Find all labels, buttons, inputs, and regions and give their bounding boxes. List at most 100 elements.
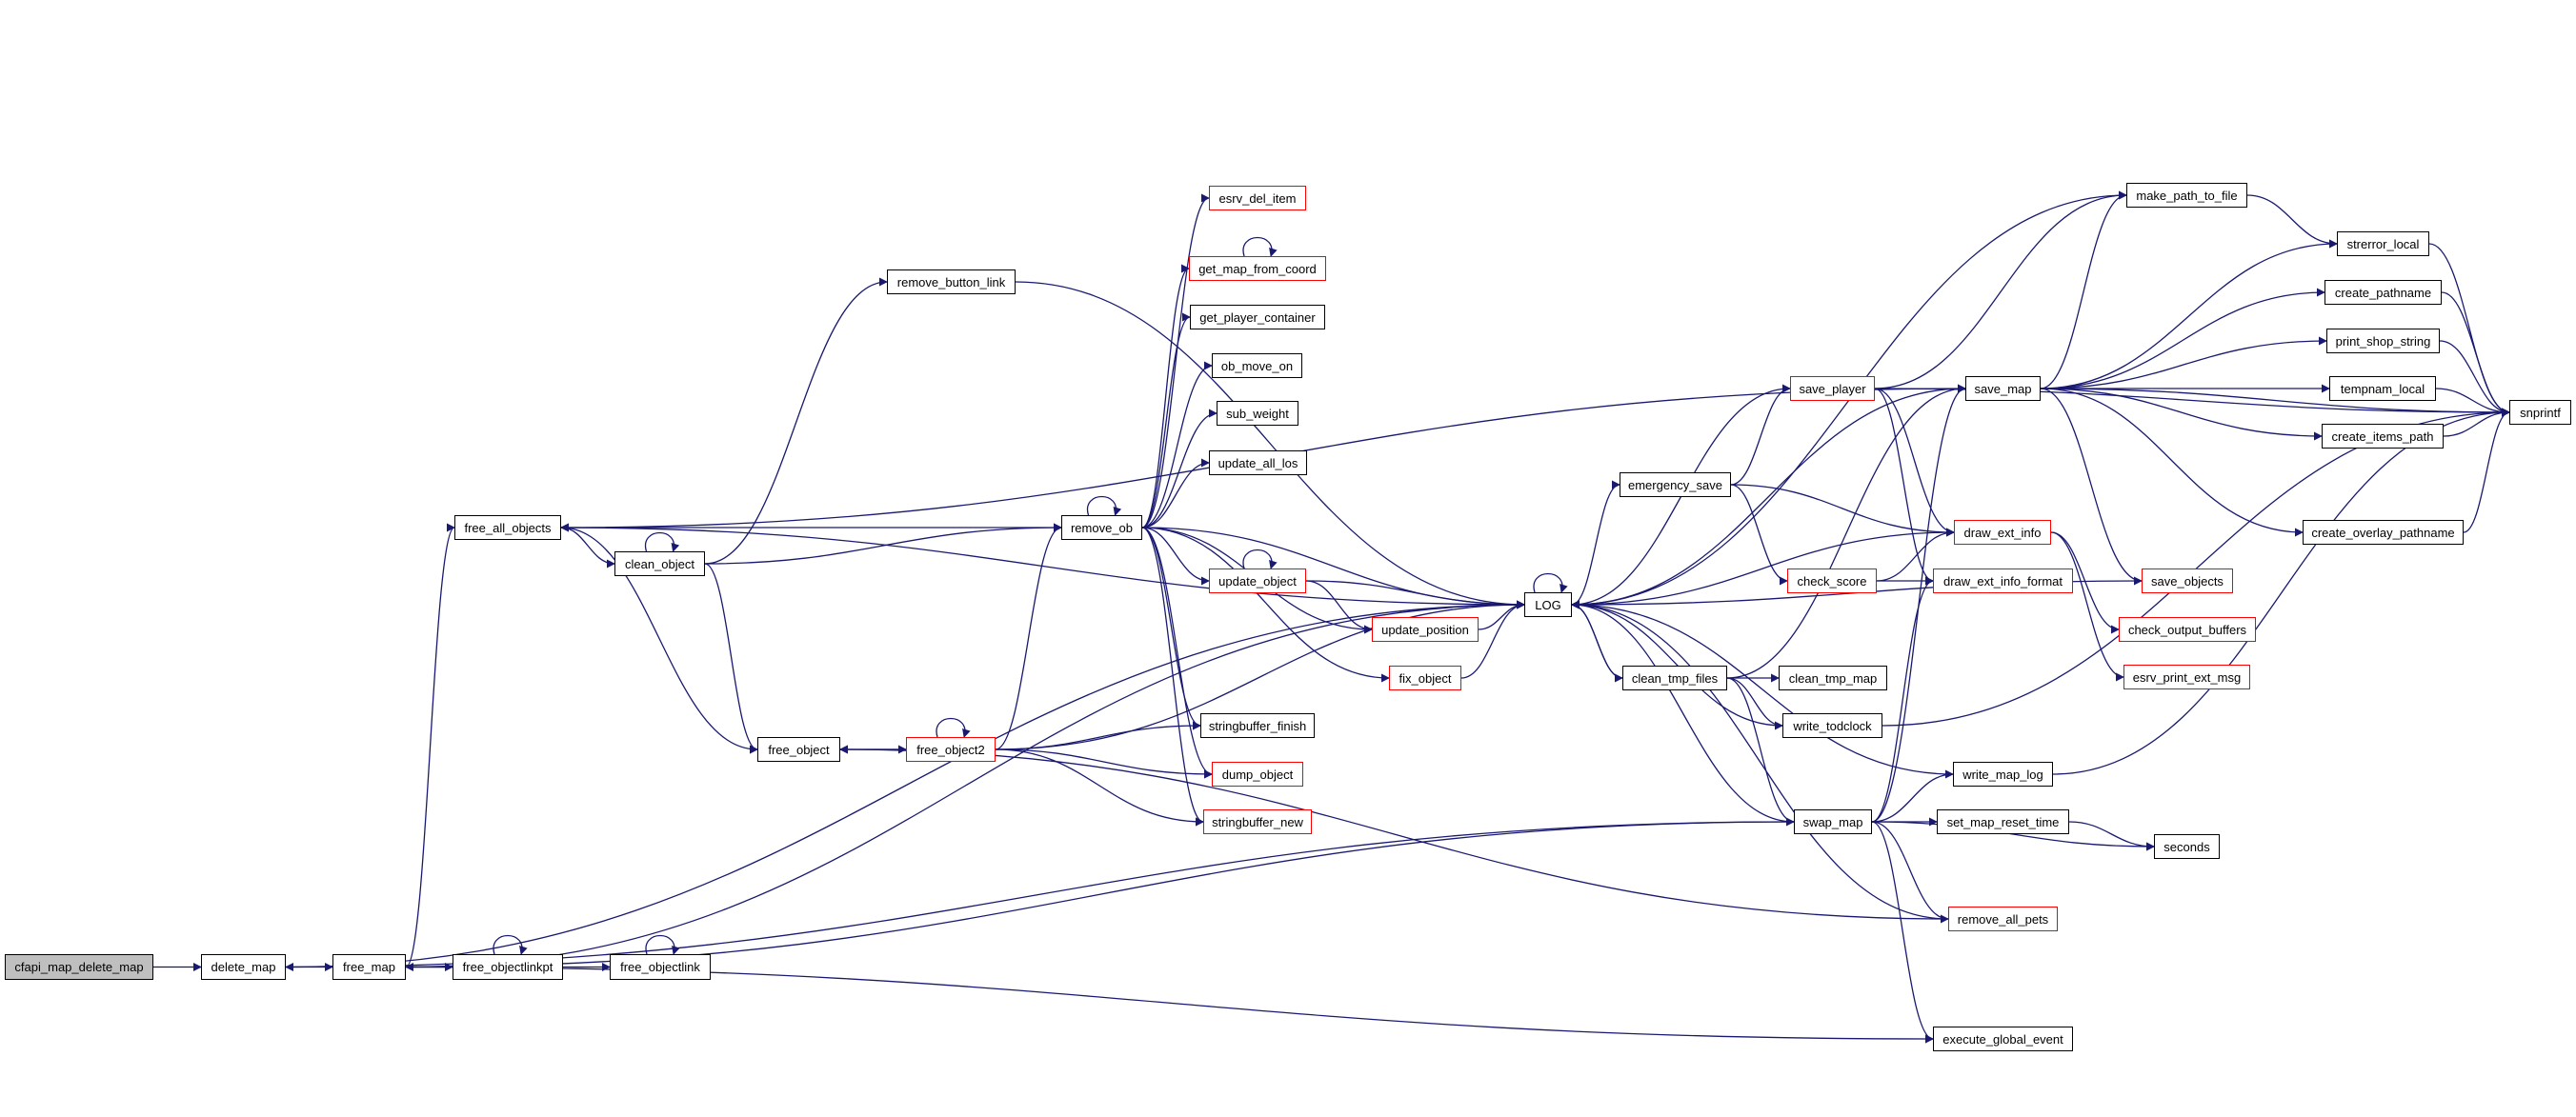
edge-swap-map-to-free-map [405, 821, 1795, 971]
edge-remove-ob-to-stringbuffer-new [1141, 527, 1204, 827]
edge-fix-object-to-LOG [1460, 600, 1525, 679]
edge-LOG-to-emergency-save [1571, 480, 1620, 606]
node-set-map-reset-time[interactable]: set_map_reset_time [1937, 809, 2069, 834]
edge-clean-tmp-files-to-save-map [1726, 384, 1966, 679]
node-check-score[interactable]: check_score [1787, 568, 1877, 593]
node-dump-object[interactable]: dump_object [1212, 762, 1303, 787]
edge-save-player-to-draw-ext-info-format [1874, 388, 1934, 586]
edge-free-all-objects-to-free-object [560, 527, 758, 754]
node-emergency-save[interactable]: emergency_save [1620, 472, 1731, 497]
node-clean-tmp-map[interactable]: clean_tmp_map [1779, 666, 1887, 690]
edge-remove-button-link-to-LOG [1015, 281, 1525, 609]
node-snprintf[interactable]: snprintf [2509, 400, 2571, 425]
node-tempnam-local[interactable]: tempnam_local [2329, 376, 2436, 401]
edge-save-map-to-print-shop-string [2040, 336, 2327, 389]
edge-LOG-to-LOG [1533, 572, 1568, 593]
edge-free-object2-to-stringbuffer-new [995, 748, 1204, 827]
node-create-overlay-pathname[interactable]: create_overlay_pathname [2303, 520, 2464, 545]
node-stringbuffer-new[interactable]: stringbuffer_new [1203, 809, 1312, 834]
edge-free-all-objects-to-clean-object [560, 527, 615, 568]
edge-remove-ob-to-update-object [1141, 527, 1210, 586]
edge-free-objectlinkpt-to-free-objectlinkpt [493, 934, 528, 955]
edge-save-map-to-create-overlay-pathname [2040, 388, 2304, 537]
node-print-shop-string[interactable]: print_shop_string [2326, 329, 2440, 353]
node-save-objects[interactable]: save_objects [2142, 568, 2233, 593]
node-update-object[interactable]: update_object [1209, 568, 1306, 593]
edge-remove-all-pets-to-LOG [1571, 600, 1949, 920]
node-stringbuffer-finish[interactable]: stringbuffer_finish [1200, 713, 1315, 738]
edge-free-map-to-LOG [405, 600, 1525, 968]
edge-create-overlay-pathname-to-snprintf [2463, 408, 2510, 533]
edge-set-map-reset-time-to-seconds [2068, 821, 2155, 851]
edge-clean-object-to-remove-ob [704, 523, 1062, 565]
node-check-output-buffers[interactable]: check_output_buffers [2119, 617, 2256, 642]
node-update-all-los[interactable]: update_all_los [1209, 450, 1307, 475]
edge-emergency-save-to-draw-ext-info [1730, 484, 1955, 537]
edge-swap-map-to-seconds [1871, 821, 2155, 851]
edge-write-map-log-to-snprintf [2052, 408, 2510, 775]
node-sub-weight[interactable]: sub_weight [1217, 401, 1298, 426]
node-delete-map[interactable]: delete_map [201, 954, 286, 980]
node-draw-ext-info-format[interactable]: draw_ext_info_format [1933, 568, 2073, 593]
node-write-map-log[interactable]: write_map_log [1953, 762, 2053, 787]
node-make-path-to-file[interactable]: make_path_to_file [2126, 183, 2247, 208]
edge-swap-map-to-write-map-log [1871, 769, 1954, 823]
node-create-items-path[interactable]: create_items_path [2322, 424, 2444, 449]
edge-remove-ob-to-update-all-los [1141, 458, 1210, 529]
edge-clean-tmp-files-to-swap-map [1726, 677, 1795, 827]
node-free-object2[interactable]: free_object2 [906, 737, 996, 762]
edge-update-object-to-update-object [1242, 549, 1278, 569]
node-get-player-container[interactable]: get_player_container [1190, 305, 1325, 329]
edge-clean-object-to-free-object [704, 563, 758, 754]
node-free-map[interactable]: free_map [332, 954, 406, 980]
node-remove-all-pets[interactable]: remove_all_pets [1948, 907, 2058, 931]
node-fix-object[interactable]: fix_object [1389, 666, 1461, 690]
node-free-object[interactable]: free_object [757, 737, 840, 762]
edge-write-map-log-to-LOG [1571, 600, 1954, 775]
node-free-objectlinkpt[interactable]: free_objectlinkpt [453, 954, 563, 980]
node-free-all-objects[interactable]: free_all_objects [454, 515, 561, 540]
edge-write-todclock-to-LOG [1571, 600, 1783, 727]
edge-clean-tmp-files-to-LOG [1571, 600, 1623, 679]
edge-free-object2-to-remove-ob [995, 523, 1062, 750]
node-strerror-local[interactable]: strerror_local [2337, 231, 2429, 256]
node-esrv-del-item[interactable]: esrv_del_item [1209, 186, 1306, 210]
edge-save-map-to-LOG [1571, 388, 1966, 609]
edge-free-object2-to-stringbuffer-finish [995, 721, 1201, 750]
edge-save-map-to-snprintf [2040, 388, 2510, 417]
node-clean-tmp-files[interactable]: clean_tmp_files [1622, 666, 1727, 690]
node-log[interactable]: LOG [1524, 592, 1572, 617]
edge-save-map-to-create-pathname [2040, 288, 2325, 389]
node-remove-ob[interactable]: remove_ob [1061, 515, 1142, 540]
node-update-position[interactable]: update_position [1372, 617, 1479, 642]
edge-swap-map-to-execute-global-event [1871, 821, 1934, 1044]
node-free-objectlink[interactable]: free_objectlink [610, 954, 711, 980]
edge-clean-tmp-files-to-write-todclock [1726, 677, 1783, 730]
edge-remove-ob-to-esrv-del-item [1141, 193, 1210, 529]
edge-update-object-to-LOG [1305, 580, 1525, 609]
edge-free-object2-to-free-object2 [936, 717, 971, 738]
edge-save-map-to-create-items-path [2040, 388, 2323, 441]
node-execute-global-event[interactable]: execute_global_event [1933, 1027, 2073, 1051]
node-create-pathname[interactable]: create_pathname [2324, 280, 2442, 305]
node-save-map[interactable]: save_map [1965, 376, 2041, 401]
node-get-map-from-coord[interactable]: get_map_from_coord [1189, 256, 1326, 281]
node-clean-object[interactable]: clean_object [614, 551, 705, 576]
node-save-player[interactable]: save_player [1790, 376, 1875, 401]
node-remove-button-link[interactable]: remove_button_link [887, 269, 1016, 294]
edge-swap-map-to-remove-all-pets [1871, 821, 1949, 924]
edge-get-map-from-coord-to-get-map-from-coord [1242, 236, 1278, 257]
node-esrv-print-ext-msg[interactable]: esrv_print_ext_msg [2123, 665, 2250, 689]
edge-save-player-to-make-path-to-file [1874, 190, 2127, 389]
edge-free-objectlink-to-free-objectlink [645, 934, 680, 955]
node-swap-map[interactable]: swap_map [1794, 809, 1872, 834]
node-seconds[interactable]: seconds [2154, 834, 2220, 859]
edge-delete-map-to-LOG [285, 600, 1525, 968]
edge-print-shop-string-to-snprintf [2439, 340, 2510, 417]
edge-remove-ob-to-sub-weight [1141, 409, 1218, 529]
edge-check-score-to-draw-ext-info [1876, 528, 1955, 582]
node-ob-move-on[interactable]: ob_move_on [1212, 353, 1302, 378]
node-draw-ext-info[interactable]: draw_ext_info [1954, 520, 2051, 545]
edge-emergency-save-to-save-player [1730, 384, 1791, 486]
node-write-todclock[interactable]: write_todclock [1782, 713, 1882, 738]
